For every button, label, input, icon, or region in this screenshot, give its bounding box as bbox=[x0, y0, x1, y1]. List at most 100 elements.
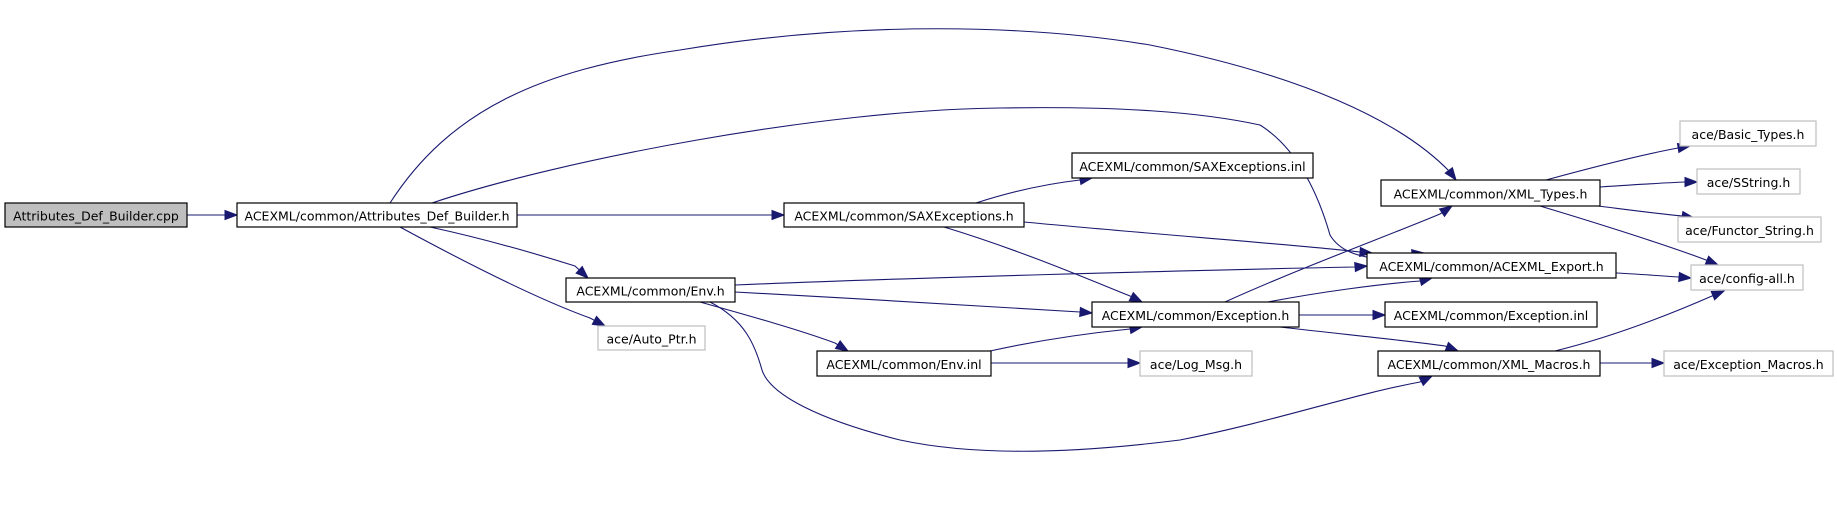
node-box bbox=[1677, 216, 1822, 243]
edge-line bbox=[1279, 326, 1449, 348]
arrowhead-icon bbox=[1354, 261, 1369, 273]
node-ace-config-all-h: ace/config-all.h bbox=[1690, 264, 1804, 291]
edge-line bbox=[1539, 205, 1709, 262]
arrowhead-icon bbox=[1678, 271, 1693, 283]
node-label: ACEXML/common/Exception.inl bbox=[1394, 308, 1589, 323]
edge-line bbox=[943, 226, 1134, 299]
node-label: ACEXML/common/Env.inl bbox=[826, 357, 981, 372]
arrowhead-icon bbox=[1710, 290, 1726, 301]
arrowhead-icon bbox=[1438, 205, 1454, 218]
edge-n8-to-n12 bbox=[1279, 326, 1460, 352]
arrowhead-icon bbox=[1444, 341, 1460, 352]
edge-n1-to-n4 bbox=[389, 28, 1457, 204]
node-ace-exception-macros-h: ace/Exception_Macros.h bbox=[1663, 350, 1834, 377]
node-acexml-common-attributes-def-builder-h[interactable]: ACEXML/common/Attributes_Def_Builder.h bbox=[236, 202, 518, 228]
node-box bbox=[1663, 350, 1834, 377]
node-label: ACEXML/common/Attributes_Def_Builder.h bbox=[244, 209, 509, 224]
arrowhead-icon bbox=[1372, 309, 1387, 321]
node-label: ace/config-all.h bbox=[1699, 271, 1795, 286]
node-label: ACEXML/common/XML_Types.h bbox=[1394, 187, 1588, 202]
node-ace-auto-ptr-h: ace/Auto_Ptr.h bbox=[597, 325, 706, 351]
edge-line bbox=[709, 301, 1424, 452]
edge-n10-to-n8 bbox=[989, 323, 1144, 352]
edge-n1-to-n7 bbox=[399, 226, 607, 327]
arrowhead-icon bbox=[591, 315, 607, 327]
node-acexml-common-env-h[interactable]: ACEXML/common/Env.h bbox=[565, 277, 736, 303]
edge-line bbox=[431, 107, 1415, 259]
node-box bbox=[1696, 168, 1801, 195]
edge-n8-to-n4 bbox=[1224, 205, 1454, 303]
node-box bbox=[1071, 152, 1314, 179]
edge-line bbox=[975, 179, 1083, 204]
edge-line bbox=[734, 291, 1083, 313]
edge-n0-to-n1 bbox=[187, 209, 239, 221]
node-label: ace/Log_Msg.h bbox=[1150, 357, 1242, 372]
edge-n12-to-n17 bbox=[1554, 290, 1726, 352]
edge-line bbox=[1615, 272, 1682, 278]
node-acexml-common-saxexceptions-inl[interactable]: ACEXML/common/SAXExceptions.inl bbox=[1071, 152, 1314, 179]
node-box bbox=[816, 350, 992, 377]
edge-n2-to-n8 bbox=[943, 226, 1144, 303]
node-acexml-common-exception-inl[interactable]: ACEXML/common/Exception.inl bbox=[1384, 301, 1598, 328]
node-acexml-common-saxexceptions-h[interactable]: ACEXML/common/SAXExceptions.h bbox=[783, 202, 1025, 228]
node-box bbox=[1366, 252, 1617, 279]
edge-line bbox=[1023, 221, 1363, 253]
edge-n8-to-n9 bbox=[1299, 309, 1387, 321]
node-box bbox=[236, 202, 518, 228]
edge-n10-to-n11 bbox=[990, 357, 1142, 369]
node-box bbox=[597, 325, 706, 351]
arrowhead-icon bbox=[834, 340, 850, 352]
node-box bbox=[1384, 301, 1598, 328]
node-box bbox=[1690, 264, 1804, 291]
node-label: Attributes_Def_Builder.cpp bbox=[13, 209, 179, 224]
node-label: ace/Auto_Ptr.h bbox=[606, 332, 696, 347]
node-acexml-common-xml-macros-h[interactable]: ACEXML/common/XML_Macros.h bbox=[1377, 350, 1601, 377]
edge-line bbox=[989, 328, 1133, 352]
node-label: ACEXML/common/ACEXML_Export.h bbox=[1379, 259, 1603, 274]
edge-n4-to-n14 bbox=[1545, 142, 1692, 181]
edge-line bbox=[1224, 211, 1444, 303]
node-acexml-common-xml-types-h[interactable]: ACEXML/common/XML_Types.h bbox=[1380, 179, 1601, 207]
node-label: ACEXML/common/XML_Macros.h bbox=[1388, 357, 1591, 372]
edges-layer bbox=[187, 28, 1726, 452]
node-box bbox=[1380, 179, 1601, 207]
arrowhead-icon bbox=[224, 209, 239, 221]
edge-line bbox=[389, 28, 1451, 204]
node-acexml-common-acexml-export-h[interactable]: ACEXML/common/ACEXML_Export.h bbox=[1366, 252, 1617, 279]
edge-n1-to-n6 bbox=[429, 226, 590, 279]
node-ace-log-msg-h: ace/Log_Msg.h bbox=[1139, 350, 1253, 377]
node-box bbox=[1377, 350, 1601, 377]
node-label: ACEXML/common/Env.h bbox=[576, 284, 724, 299]
edge-line bbox=[429, 226, 582, 272]
edge-n6-to-n5 bbox=[734, 261, 1369, 286]
node-ace-sstring-h: ace/SString.h bbox=[1696, 168, 1801, 195]
node-label: ace/SString.h bbox=[1707, 175, 1791, 190]
edge-n8-to-n5 bbox=[1267, 275, 1434, 303]
node-label: ace/Exception_Macros.h bbox=[1673, 357, 1823, 372]
edge-n6-to-n12 bbox=[709, 301, 1434, 452]
edge-n6-to-n8 bbox=[734, 291, 1094, 318]
arrowhead-icon bbox=[1651, 357, 1666, 369]
edge-line bbox=[399, 226, 597, 322]
node-acexml-common-env-inl[interactable]: ACEXML/common/Env.inl bbox=[816, 350, 992, 377]
edge-line bbox=[1545, 147, 1681, 181]
node-acexml-common-exception-h[interactable]: ACEXML/common/Exception.h bbox=[1091, 301, 1300, 328]
edge-line bbox=[1597, 205, 1685, 217]
edge-n1-to-n2 bbox=[517, 209, 786, 221]
node-box bbox=[1139, 350, 1253, 377]
edge-line bbox=[1554, 294, 1715, 352]
edge-n1-to-n5 bbox=[431, 107, 1426, 260]
edge-n2-to-n5 bbox=[1023, 221, 1374, 258]
node-box bbox=[4, 202, 188, 228]
node-attributes-def-builder-cpp[interactable]: Attributes_Def_Builder.cpp bbox=[4, 202, 188, 228]
arrowhead-icon bbox=[1704, 255, 1720, 266]
node-label: ace/Functor_String.h bbox=[1685, 223, 1814, 238]
edge-n4-to-n17 bbox=[1539, 205, 1720, 266]
node-box bbox=[1679, 120, 1817, 147]
node-box bbox=[783, 202, 1025, 228]
node-label: ACEXML/common/SAXExceptions.inl bbox=[1079, 159, 1305, 174]
arrowhead-icon bbox=[1418, 375, 1434, 387]
node-ace-basic-types-h: ace/Basic_Types.h bbox=[1679, 120, 1817, 147]
